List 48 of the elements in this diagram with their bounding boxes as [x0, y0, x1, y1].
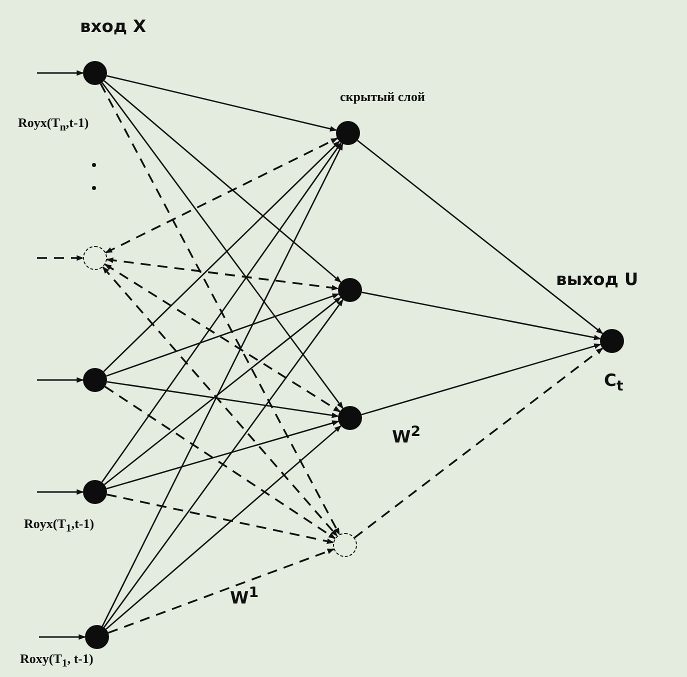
connection-arrow [361, 343, 602, 416]
connection-arrow [106, 258, 339, 290]
neuron-label: скрытый слой [340, 90, 425, 104]
connection-arrow [104, 80, 342, 283]
connection-arrow [102, 266, 338, 537]
neuron [83, 61, 107, 85]
connection-arrow [106, 425, 342, 630]
neuron-label: Royx(T$_{n}$,t-1) [18, 116, 89, 134]
connection-arrow [106, 381, 339, 418]
input-arrow [39, 634, 86, 640]
input-arrow [37, 255, 84, 261]
neuron-label: C$_{t}$ [604, 372, 624, 395]
neuron [85, 625, 109, 649]
connection-arrow [104, 264, 340, 412]
connection-arrow [108, 548, 334, 634]
input-arrow [37, 489, 84, 495]
connection-arrow [102, 143, 344, 627]
connection-arrow [100, 83, 340, 536]
connection-arrow [357, 140, 604, 334]
weight-label: W$^{2}$ [392, 425, 421, 448]
neuron [600, 329, 624, 353]
neuron [83, 368, 107, 392]
connection-arrow [354, 348, 604, 538]
empty-neuron [83, 246, 107, 270]
neuron [338, 278, 362, 302]
neuron-label: вход X [80, 18, 146, 37]
neuron [338, 406, 362, 430]
connection-arrow [104, 296, 342, 486]
input-arrow [37, 377, 84, 383]
connection-arrow [103, 140, 340, 372]
neuron [336, 121, 360, 145]
connection-arrow [106, 75, 337, 132]
connection-arrow [101, 142, 342, 483]
neuron-label: Roxy(T$_{1}$, t-1) [20, 652, 94, 670]
connection-arrow [102, 82, 344, 409]
empty-neuron [333, 533, 357, 557]
connection-arrow [362, 292, 601, 340]
neuron [83, 480, 107, 504]
connection-arrow [106, 494, 334, 544]
weight-label: W$^{1}$ [230, 586, 259, 608]
neuron-label: Royx(T$_{1}$,t-1) [24, 517, 94, 536]
input-arrow [37, 70, 84, 76]
neuron-label: выход U [556, 271, 638, 290]
connection-arrow [106, 420, 340, 490]
connection-arrow [104, 299, 344, 628]
connection-arrow [104, 386, 336, 540]
connection-arrow [106, 293, 340, 377]
connection-arrow [105, 138, 338, 254]
